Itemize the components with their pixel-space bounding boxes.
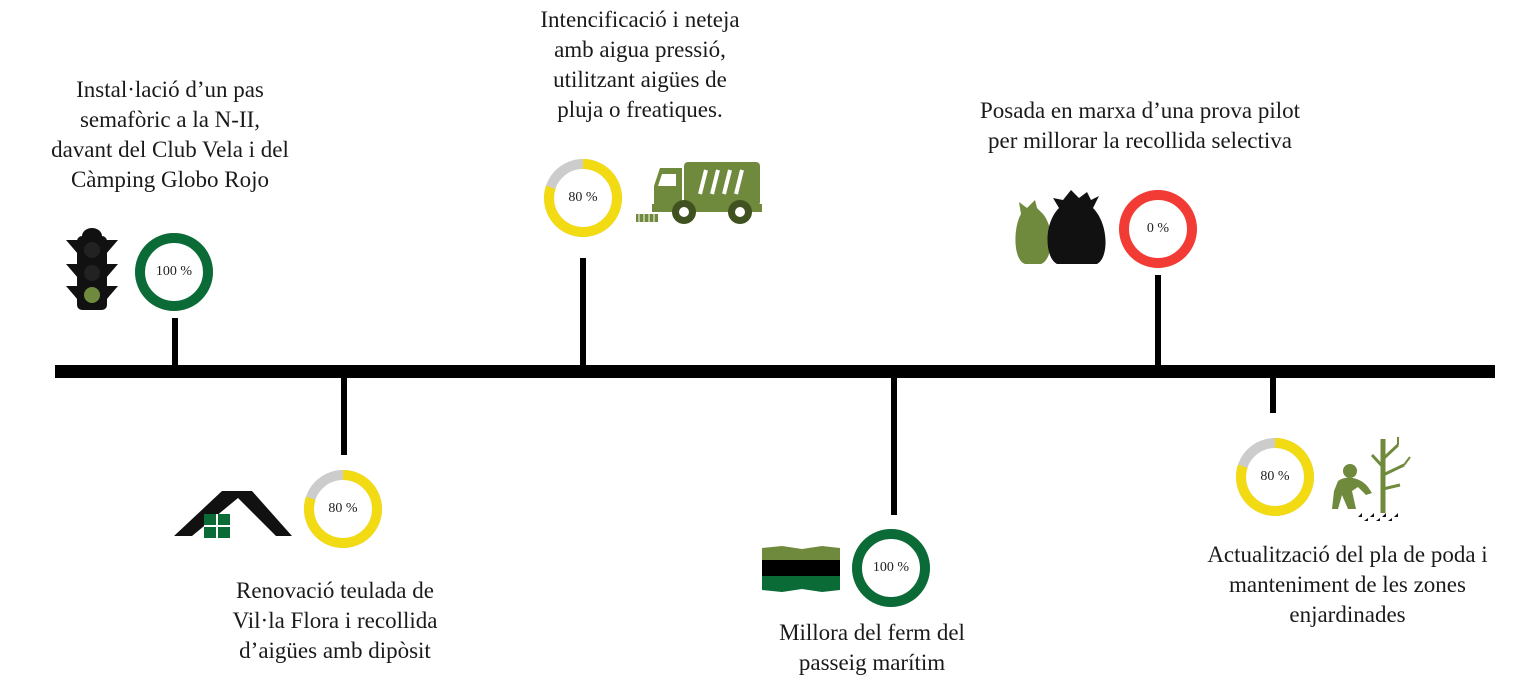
progress-donut-teulada: 80 %: [303, 469, 383, 549]
milestone-label-semafor: Instal·lació d’un pas semafòric a la N-I…: [51, 77, 289, 192]
progress-donut-recollida: 0 %: [1118, 189, 1198, 269]
milestone-label-teulada: Renovació teulada de Vil·la Flora i reco…: [232, 578, 438, 663]
progress-value-recollida: 0 %: [1146, 221, 1170, 236]
progress-donut-poda: 80 %: [1235, 437, 1315, 517]
milestone-label-neteja: Intencificació i neteja amb aigua pressi…: [540, 7, 740, 122]
house-roof-icon: [174, 488, 294, 545]
progress-value-poda: 80 %: [1260, 469, 1290, 484]
traffic-light-icon: [62, 228, 122, 319]
street-sweeper-truck-icon: [636, 160, 762, 231]
stem-semafor: [172, 318, 178, 368]
stem-poda: [1270, 375, 1276, 413]
timeline-axis: [55, 365, 1495, 378]
progress-value-semafor: 100 %: [155, 264, 193, 279]
progress-donut-semafor: 100 %: [134, 232, 214, 312]
progress-value-neteja: 80 %: [568, 190, 598, 205]
pavement-layers-icon: [762, 546, 840, 597]
garbage-bags-icon: [1013, 188, 1109, 273]
progress-donut-neteja: 80 %: [543, 158, 623, 238]
milestone-label-poda: Actualització del pla de poda i mantenim…: [1207, 542, 1488, 627]
milestone-label-ferm: Millora del ferm del passeig marítim: [779, 620, 965, 675]
stem-ferm: [891, 375, 897, 515]
stem-recollida: [1155, 275, 1161, 368]
stem-teulada: [341, 375, 347, 455]
gardener-pruning-icon: [1328, 437, 1412, 528]
progress-donut-ferm: 100 %: [851, 528, 931, 608]
milestone-label-recollida: Posada en marxa d’una prova pilot per mi…: [980, 98, 1300, 153]
progress-value-teulada: 80 %: [328, 501, 358, 516]
progress-value-ferm: 100 %: [872, 560, 910, 575]
stem-neteja: [580, 258, 586, 368]
